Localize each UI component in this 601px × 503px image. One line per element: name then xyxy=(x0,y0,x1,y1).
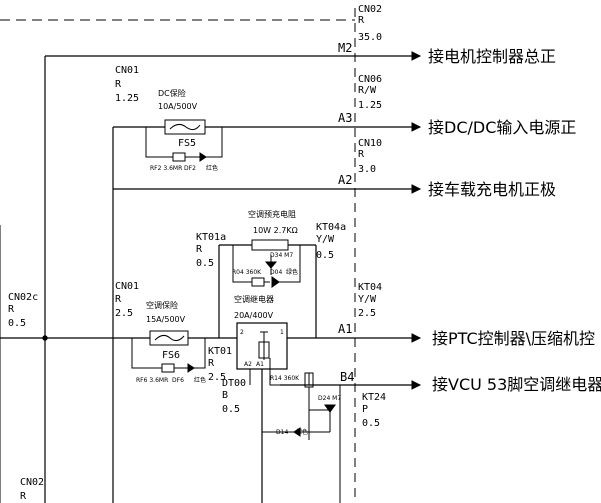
a1-conn-code: KT04 xyxy=(358,282,382,293)
kt01a-color: R xyxy=(196,244,203,255)
rf6-resistor-icon xyxy=(161,363,175,373)
b4-conn-code: KT24 xyxy=(362,392,386,403)
a2-pin: A2 xyxy=(338,173,352,187)
a3-label: 接DC/DC输入电源正 xyxy=(428,118,576,137)
r04-resistor-icon xyxy=(251,277,265,287)
cn02-bottom-color: R xyxy=(20,491,27,502)
cn01-top-code: CN01 xyxy=(115,65,139,76)
fs5-fuse-curve xyxy=(169,123,201,131)
top-conn-code: CN02 xyxy=(358,4,382,15)
d24-diode-icon xyxy=(324,404,336,413)
fuse-ac-res: RF6 3.6MR xyxy=(136,377,168,384)
fuse-ac-led: DF6 xyxy=(172,377,184,384)
kt01-code: KT01 xyxy=(208,346,232,357)
precharge-led: D04 xyxy=(270,269,282,276)
relay-rating: 20A/400V xyxy=(234,311,274,320)
dt00-code: DT00 xyxy=(222,378,246,389)
a3-pin: A3 xyxy=(338,111,352,125)
fuse-dc-title: DC保险 xyxy=(158,88,186,98)
fs5-fuse-icon xyxy=(164,119,206,135)
d04-led-icon xyxy=(271,276,280,288)
df6-led-icon xyxy=(187,363,195,373)
relay-aux-res: R14 360K xyxy=(270,375,300,382)
m2-pin: M2 xyxy=(338,41,352,55)
a2-label: 接车载充电机正极 xyxy=(428,180,556,199)
cn02c-size: 0.5 xyxy=(8,318,26,329)
relay-pin-1: 1 xyxy=(280,329,284,336)
relay-aux-diode: D24 M7 xyxy=(318,395,341,402)
m2-arrow-icon xyxy=(411,51,422,61)
fuse-dc-led: DF2 xyxy=(184,165,196,172)
top-conn-size: 35.0 xyxy=(358,32,382,43)
a3-conn-size: 1.25 xyxy=(358,100,382,111)
df2-led-icon xyxy=(199,152,207,162)
a3-conn-code: CN06 xyxy=(358,74,382,85)
b4-pin: B4 xyxy=(340,370,354,384)
a2-arrow-icon xyxy=(411,184,422,194)
precharge-title: 空调预充电阻 xyxy=(248,209,296,219)
fuse-ac-title: 空调保险 xyxy=(146,300,178,310)
precharge-resistor-icon xyxy=(251,239,289,251)
a1-label: 接PTC控制器\压缩机控 xyxy=(432,329,595,348)
fuse-dc-name: FS5 xyxy=(178,138,196,149)
a1-arrow-icon xyxy=(411,333,422,343)
cn01-mid-size: 2.5 xyxy=(115,308,133,319)
relay-pin-a1: A1 xyxy=(256,361,264,368)
dt00-size: 0.5 xyxy=(222,404,240,415)
relay-aux-led-color: 绿色 xyxy=(296,428,308,436)
cn01-top-size: 1.25 xyxy=(115,93,139,104)
relay-pin-2: 2 xyxy=(240,329,244,336)
kt01-color: R xyxy=(208,358,215,369)
b4-label: 接VCU 53脚空调继电器 xyxy=(432,375,601,394)
cn02c-color: R xyxy=(8,304,15,315)
cn01-top-color: R xyxy=(115,79,122,90)
fuse-dc-rating: 10A/500V xyxy=(158,102,198,111)
kt01a-size: 0.5 xyxy=(196,258,214,269)
fs6-fuse-curve xyxy=(154,334,185,342)
junction-dot xyxy=(42,335,48,341)
cn01-mid-code: CN01 xyxy=(115,281,139,292)
precharge-rating: 10W 2.7KΩ xyxy=(253,226,298,235)
fuse-ac-rating: 15A/500V xyxy=(146,315,186,324)
b4-conn-color: P xyxy=(362,404,368,415)
kt01a-code: KT01a xyxy=(196,232,226,243)
kt01-size: 2.5 xyxy=(208,372,226,383)
fuse-ac-led-color: 红色 xyxy=(194,376,206,384)
a1-pin: A1 xyxy=(338,322,352,336)
rf2-resistor-icon xyxy=(172,152,186,162)
a1-conn-color: Y/W xyxy=(358,294,377,305)
fuse-dc-res: RF2 3.6MR xyxy=(150,165,182,172)
fuse-dc-led-color: 红色 xyxy=(206,164,218,172)
a2-conn-size: 3.0 xyxy=(358,164,376,175)
a3-arrow-icon xyxy=(411,122,422,132)
precharge-led-color: 绿色 xyxy=(286,268,298,276)
b4-arrow-icon xyxy=(411,380,422,390)
relay-pin-a2: A2 xyxy=(244,361,252,368)
a2-conn-color: R xyxy=(358,149,365,160)
relay-aux-led: D14 xyxy=(276,429,288,436)
d14-led-icon xyxy=(293,427,301,437)
cn01-mid-color: R xyxy=(115,294,122,305)
a1-conn-size: 2.5 xyxy=(358,308,376,319)
precharge-res: R04 360K xyxy=(232,269,262,276)
a3-conn-color: R/W xyxy=(358,85,377,96)
cn02-bottom-code: CN02 xyxy=(20,477,44,488)
kt04a-color: Y/W xyxy=(316,234,335,245)
dt00-color: B xyxy=(222,390,228,401)
relay-title: 空调继电器 xyxy=(234,294,274,304)
precharge-diode: D34 M7 xyxy=(270,252,293,259)
kt04a-code: KT04a xyxy=(316,222,346,233)
m2-label: 接电机控制器总正 xyxy=(428,47,556,66)
a2-conn-code: CN10 xyxy=(358,138,382,149)
kt04a-size: 0.5 xyxy=(316,250,334,261)
fuse-ac-name: FS6 xyxy=(162,350,180,361)
b4-conn-size: 0.5 xyxy=(362,418,380,429)
relay-coil-icon xyxy=(258,341,270,359)
cn02c-code: CN02c xyxy=(8,292,38,303)
top-conn-color: R xyxy=(358,15,365,26)
